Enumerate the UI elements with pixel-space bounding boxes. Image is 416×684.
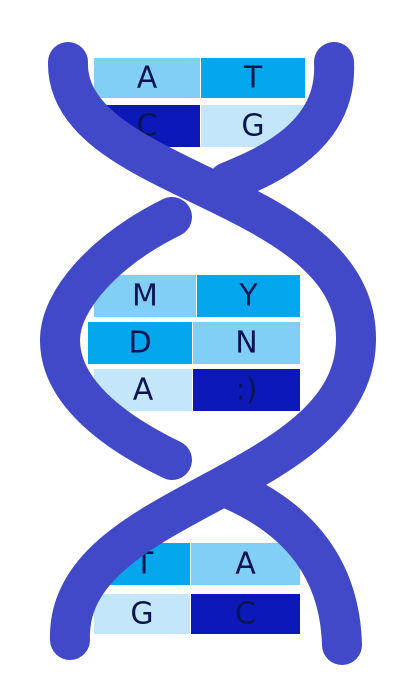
helix-strand-b-top bbox=[208, 42, 355, 202]
base-right-letter: C bbox=[235, 597, 256, 632]
base-left-cell bbox=[94, 594, 190, 634]
base-left-cell bbox=[88, 322, 192, 364]
base-right-letter: G bbox=[241, 109, 264, 144]
base-right-cell bbox=[197, 275, 300, 317]
base-right-letter: T bbox=[243, 61, 263, 96]
base-right-letter: A bbox=[235, 547, 256, 582]
helix-strands bbox=[39, 42, 377, 665]
base-left-letter: A bbox=[133, 373, 154, 408]
helix-strand-b-bottom bbox=[212, 470, 362, 665]
base-pair: A:) bbox=[94, 369, 300, 411]
base-left-letter: M bbox=[132, 279, 158, 314]
base-right-cell bbox=[201, 58, 305, 98]
base-right-cell bbox=[191, 594, 300, 634]
base-right-cell bbox=[193, 322, 300, 364]
base-left-letter: D bbox=[128, 326, 151, 361]
helix-strand-a bbox=[47, 42, 377, 660]
base-right-letter: :) bbox=[236, 373, 258, 408]
base-left-cell bbox=[94, 58, 200, 98]
base-right-cell bbox=[191, 543, 300, 585]
base-right-letter: N bbox=[235, 326, 257, 361]
base-right-cell bbox=[193, 369, 300, 411]
helix-strand-b-mid bbox=[39, 197, 192, 480]
base-left-letter: A bbox=[137, 61, 158, 96]
base-right-letter: Y bbox=[238, 279, 258, 314]
base-left-letter: G bbox=[130, 597, 153, 632]
